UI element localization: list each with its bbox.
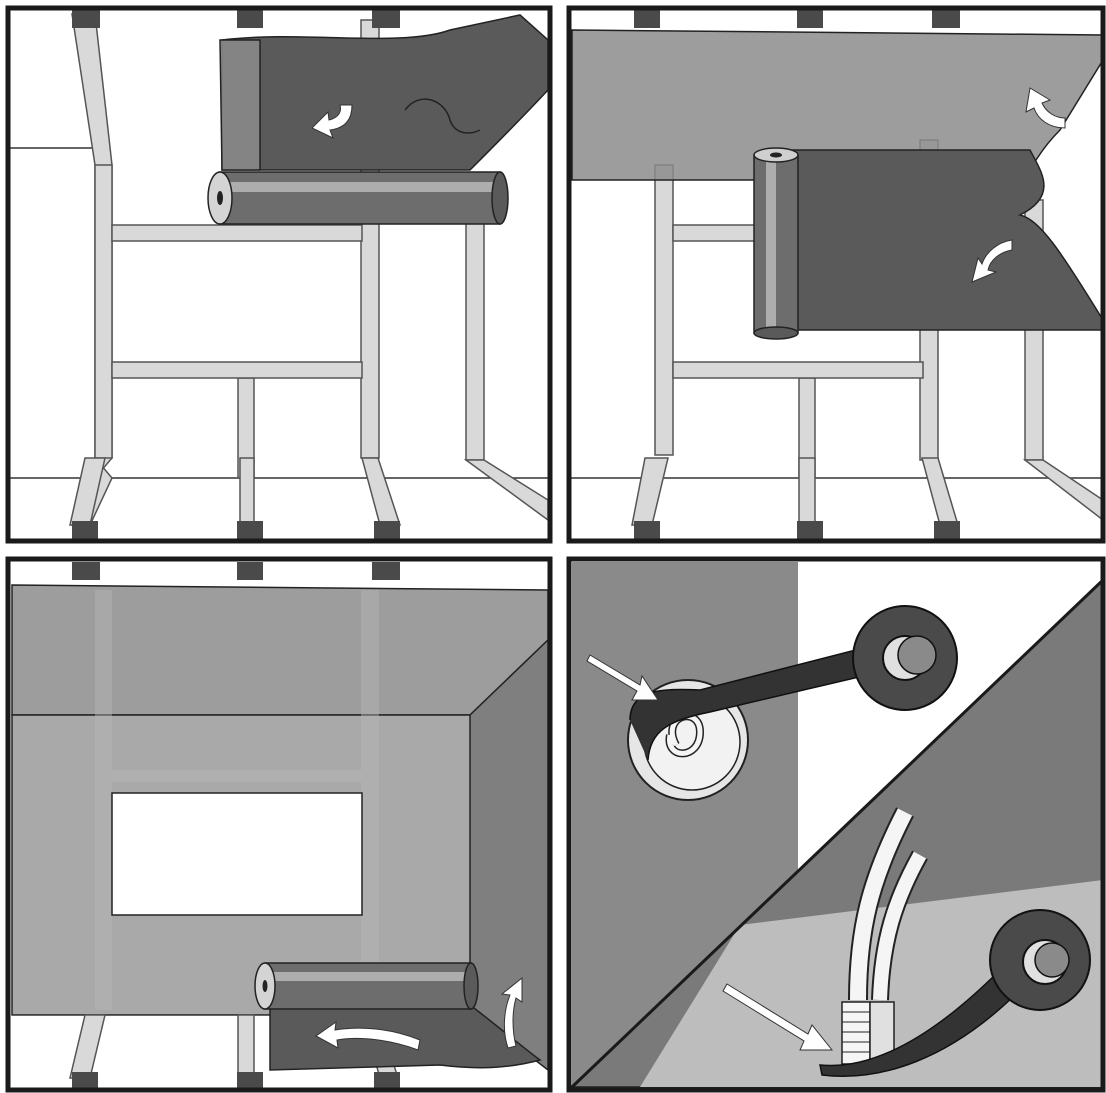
panel-4 bbox=[569, 559, 1103, 1090]
panel-2 bbox=[569, 8, 1103, 541]
panel-1 bbox=[8, 8, 550, 541]
window-opening bbox=[112, 793, 362, 915]
film-roll bbox=[208, 172, 508, 224]
film-roll bbox=[255, 963, 478, 1009]
panel-3 bbox=[8, 559, 550, 1090]
film-roll bbox=[754, 148, 798, 339]
